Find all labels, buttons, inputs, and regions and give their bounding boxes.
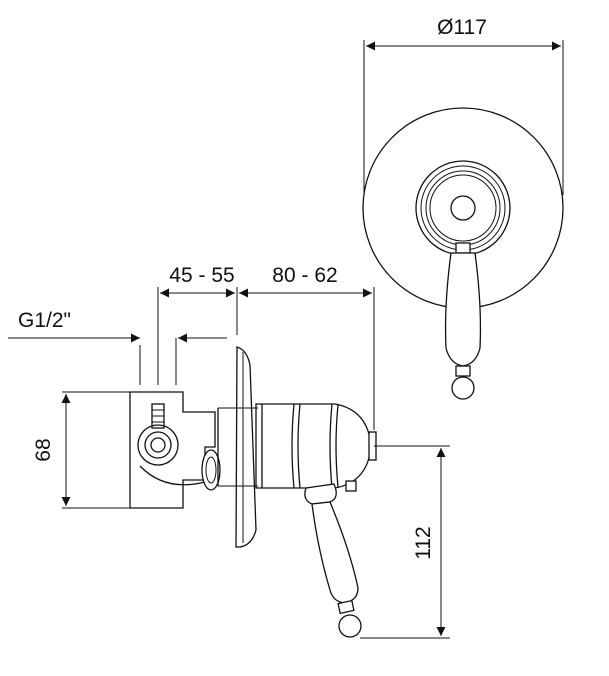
front-handle-knob [451, 376, 475, 400]
valve-body-outline [129, 391, 216, 509]
valve-inlet-outer [137, 424, 179, 466]
side-lever-knob [338, 614, 362, 638]
front-handle-neck [455, 242, 471, 254]
front-cap-ring-3 [429, 174, 497, 242]
diameter-label: Ø117 [437, 16, 487, 39]
side-lever-handle [311, 501, 359, 604]
valve-inlet-ring [144, 431, 172, 459]
projection-range-label: 80 - 62 [272, 264, 337, 287]
handle-drop-label: 112 [412, 526, 435, 559]
handle-ring-2 [329, 403, 339, 489]
valve-outlet-port [201, 449, 221, 491]
side-lever-neck [304, 483, 337, 505]
valve-inlet-bore [150, 437, 166, 453]
side-lever-collar [337, 599, 355, 615]
side-lever-pin [345, 480, 357, 492]
handle-ring-1 [291, 403, 301, 489]
front-cap-ring-1 [420, 165, 506, 251]
side-rosette [235, 346, 257, 548]
handle-body [255, 403, 372, 489]
front-view: Ø117 [362, 16, 564, 400]
depth-range-label: 45 - 55 [169, 264, 234, 287]
valve-body-curve [139, 465, 206, 486]
body-height-label: 68 [32, 438, 55, 461]
front-cap-ring-2 [425, 170, 501, 246]
front-handle-lever [444, 252, 482, 367]
thread-label: G1/2" [18, 309, 71, 332]
side-view: 45 - 55 80 - 62 G1/2" 68 [8, 264, 450, 639]
front-handle-collar [455, 365, 471, 377]
front-cap-hole [450, 195, 476, 221]
